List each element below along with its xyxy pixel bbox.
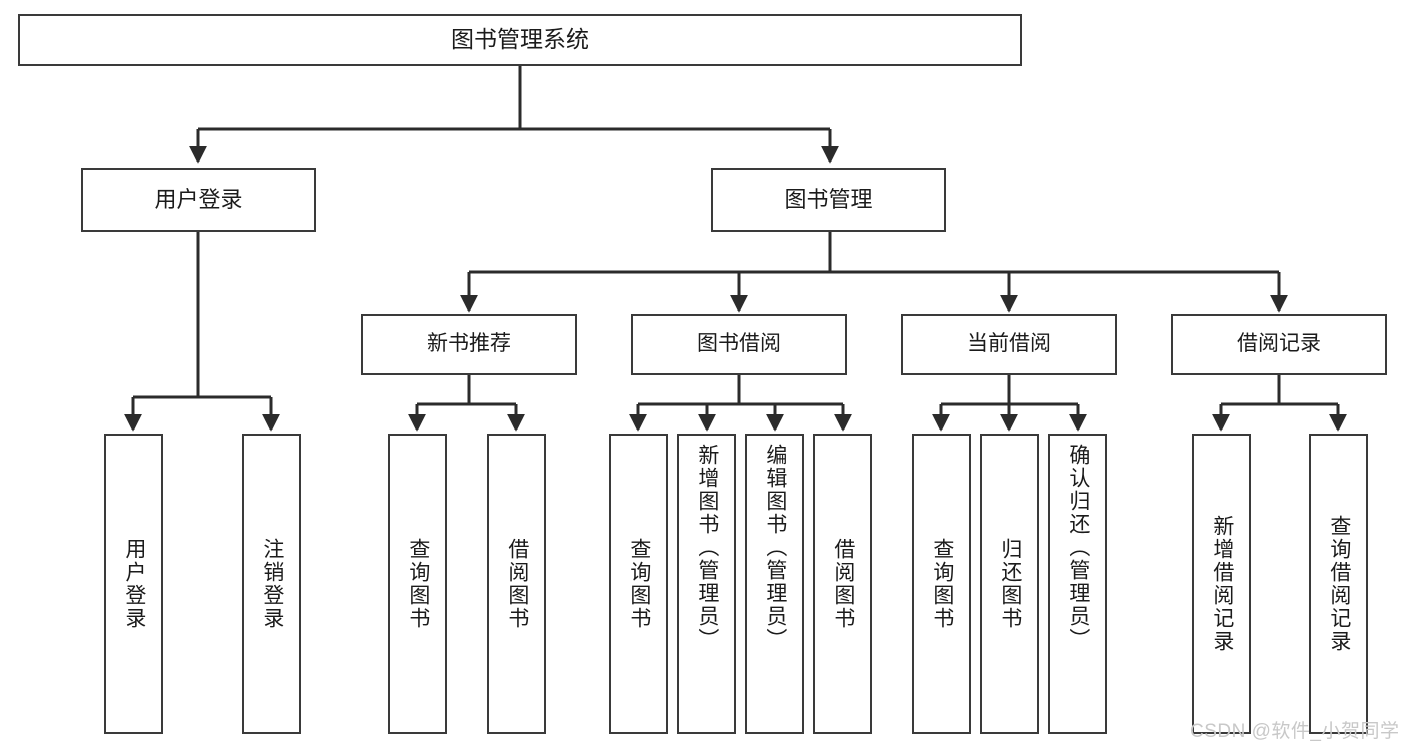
leaf-borrow-record-query-record[interactable]: 查询借阅记录 — [1309, 434, 1368, 734]
leaf-text-wrap: 查询图书 — [611, 444, 666, 724]
node-label: 查询图书 — [627, 538, 651, 630]
leaf-book-borrow-borrow-book[interactable]: 借阅图书 — [813, 434, 872, 734]
node-label: 新增借阅记录 — [1210, 515, 1234, 653]
leaf-text-wrap: 借阅图书 — [815, 444, 870, 724]
leaf-text-wrap: 注销登录 — [244, 444, 299, 724]
leaf-text-wrap: 查询借阅记录 — [1311, 444, 1366, 724]
node-book-management[interactable]: 图书管理 — [711, 168, 946, 232]
watermark-csdn: CSDN @软件_小贺同学 — [1190, 716, 1399, 743]
leaf-text-wrap: 用户登录 — [106, 444, 161, 724]
node-label: 确认归还（管理员） — [1066, 444, 1090, 651]
node-label: 查询图书 — [406, 538, 430, 630]
leaf-book-borrow-edit-book-admin[interactable]: 编辑图书（管理员） — [745, 434, 804, 734]
node-borrow-record[interactable]: 借阅记录 — [1171, 314, 1387, 375]
node-root-book-management-system[interactable]: 图书管理系统 — [18, 14, 1022, 66]
leaf-text-wrap: 查询图书 — [390, 444, 445, 724]
node-new-book-recommend[interactable]: 新书推荐 — [361, 314, 577, 375]
node-current-borrow[interactable]: 当前借阅 — [901, 314, 1117, 375]
node-label: 当前借阅 — [967, 332, 1051, 356]
node-label: 归还图书 — [998, 538, 1022, 630]
leaf-text-wrap: 归还图书 — [982, 444, 1037, 724]
leaf-book-borrow-add-book-admin[interactable]: 新增图书（管理员） — [677, 434, 736, 734]
leaf-new-book-borrow-book[interactable]: 借阅图书 — [487, 434, 546, 734]
leaf-text-wrap: 借阅图书 — [489, 444, 544, 724]
node-label: 用户登录 — [122, 538, 146, 630]
node-label: 借阅图书 — [505, 538, 529, 630]
leaf-text-wrap: 新增图书（管理员） — [679, 444, 734, 724]
leaf-text-wrap: 新增借阅记录 — [1194, 444, 1249, 724]
node-label: 编辑图书（管理员） — [763, 444, 787, 651]
node-label: 注销登录 — [260, 538, 284, 630]
leaf-current-borrow-confirm-return-admin[interactable]: 确认归还（管理员） — [1048, 434, 1107, 734]
node-label: 图书管理系统 — [451, 26, 589, 53]
leaf-text-wrap: 查询图书 — [914, 444, 969, 724]
node-label: 用户登录 — [154, 187, 243, 213]
node-label: 新增图书（管理员） — [695, 444, 719, 651]
node-label: 图书借阅 — [697, 332, 781, 356]
node-label: 新书推荐 — [427, 332, 511, 356]
node-user-login[interactable]: 用户登录 — [81, 168, 316, 232]
node-label: 借阅记录 — [1237, 332, 1321, 356]
node-label: 借阅图书 — [831, 538, 855, 630]
leaf-user-login-logout[interactable]: 注销登录 — [242, 434, 301, 734]
leaf-current-borrow-return-book[interactable]: 归还图书 — [980, 434, 1039, 734]
leaf-new-book-query-book[interactable]: 查询图书 — [388, 434, 447, 734]
watermark-text: CSDN @软件_小贺同学 — [1190, 721, 1400, 742]
leaf-book-borrow-query-book[interactable]: 查询图书 — [609, 434, 668, 734]
leaf-borrow-record-add-record[interactable]: 新增借阅记录 — [1192, 434, 1251, 734]
leaf-text-wrap: 确认归还（管理员） — [1050, 444, 1105, 724]
node-label: 图书管理 — [784, 187, 873, 213]
leaf-text-wrap: 编辑图书（管理员） — [747, 444, 802, 724]
node-label: 查询图书 — [930, 538, 954, 630]
node-book-borrow[interactable]: 图书借阅 — [631, 314, 847, 375]
leaf-current-borrow-query-book[interactable]: 查询图书 — [912, 434, 971, 734]
node-label: 查询借阅记录 — [1327, 515, 1351, 653]
leaf-user-login-login[interactable]: 用户登录 — [104, 434, 163, 734]
